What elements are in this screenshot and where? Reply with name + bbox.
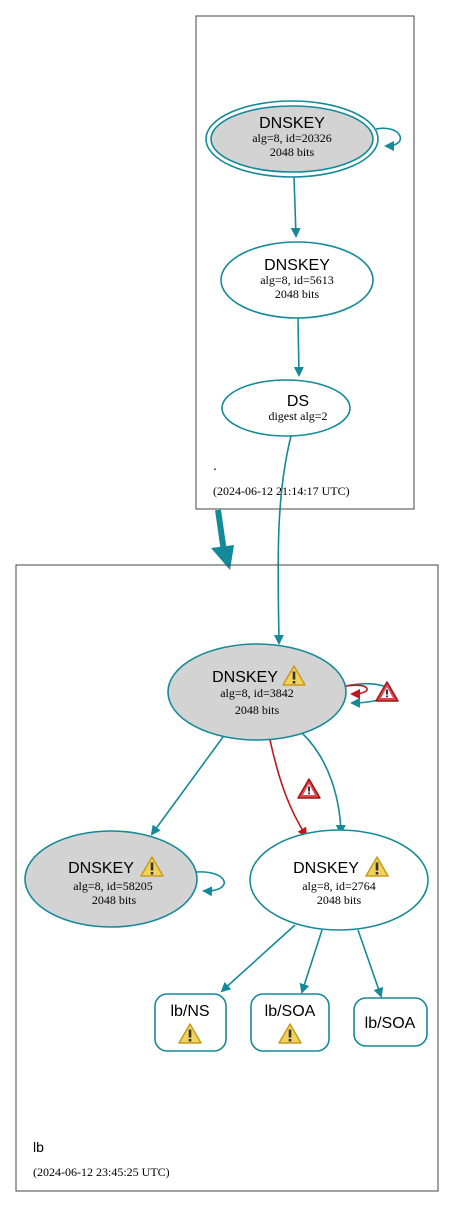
rrset-soa-warn-node[interactable]: lb/SOA — [250, 993, 330, 1052]
edge-key-right-ns — [220, 924, 296, 993]
lb-ksk-size: 2048 bits — [235, 703, 280, 717]
lb-ksk-title: DNSKEY — [212, 669, 278, 686]
lb-ksk-key-right-error-icon[interactable] — [297, 778, 321, 799]
edge-key-right-soa — [357, 929, 384, 998]
root-zsk-title: DNSKEY — [264, 257, 330, 274]
root-ksk-self-edge — [375, 127, 402, 151]
edge-lb-ksk-key-left — [150, 736, 224, 836]
lb-key-right-size: 2048 bits — [317, 893, 362, 907]
lb-ksk-node[interactable]: DNSKEY alg=8, id=3842 2048 bits — [167, 643, 347, 741]
rrset-soa-warn-label: lb/SOA — [265, 1003, 316, 1020]
root-ksk-title: DNSKEY — [259, 115, 325, 132]
rrset-ns-node[interactable]: lb/NS — [154, 993, 227, 1052]
lb-ksk-self-edge-red — [345, 684, 368, 699]
edge-ds-lb-ksk — [273, 435, 292, 645]
delegation-edge — [215, 509, 227, 553]
rrset-ns-label: lb/NS — [170, 1003, 209, 1020]
root-ksk-size: 2048 bits — [270, 145, 315, 159]
lb-zone-name: lb — [33, 1139, 44, 1155]
lb-zone-timestamp: (2024-06-12 23:45:25 UTC) — [33, 1165, 170, 1179]
edge-root-zsk-ds — [293, 317, 304, 377]
lb-ksk-detail: alg=8, id=3842 — [220, 686, 294, 700]
edge-lb-ksk-key-right-error — [269, 739, 308, 838]
ds-node[interactable]: DS digest alg=2 — [221, 379, 351, 437]
root-ksk-node[interactable]: DNSKEY alg=8, id=20326 2048 bits — [205, 100, 379, 178]
lb-key-left-title: DNSKEY — [68, 860, 134, 877]
lb-key-right-title: DNSKEY — [293, 860, 359, 877]
rrset-soa-node[interactable]: lb/SOA — [353, 997, 428, 1047]
root-ksk-detail: alg=8, id=20326 — [252, 131, 332, 145]
edge-key-right-soa-warn — [299, 929, 323, 994]
ds-title: DS — [287, 393, 309, 410]
lb-zone-box — [15, 564, 439, 1192]
lb-key-left-node[interactable]: DNSKEY alg=8, id=58205 2048 bits — [24, 830, 198, 928]
lb-key-right-node[interactable]: DNSKEY alg=8, id=2764 2048 bits — [249, 829, 429, 931]
edge-lb-ksk-key-right — [301, 732, 346, 835]
lb-key-left-self-edge — [195, 871, 225, 897]
root-zsk-node[interactable]: DNSKEY alg=8, id=5613 2048 bits — [220, 241, 374, 319]
lb-key-left-detail: alg=8, id=58205 — [73, 879, 153, 893]
lb-key-left-size: 2048 bits — [92, 893, 137, 907]
edge-root-ksk-zsk — [290, 176, 301, 238]
root-zsk-size: 2048 bits — [275, 287, 320, 301]
root-zone-box — [195, 15, 415, 510]
ds-detail: digest alg=2 — [268, 409, 327, 423]
lb-key-right-detail: alg=8, id=2764 — [302, 879, 376, 893]
root-zsk-detail: alg=8, id=5613 — [260, 273, 334, 287]
delegation-arrowhead — [211, 545, 234, 570]
rrset-soa-label: lb/SOA — [365, 1015, 416, 1032]
root-zone-name: . — [213, 457, 217, 473]
